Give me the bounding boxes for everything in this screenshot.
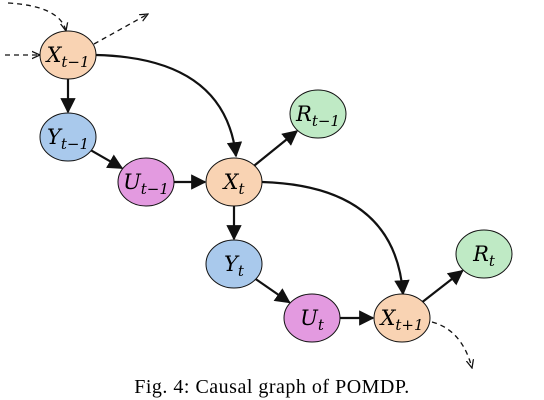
node-x_next-shape — [373, 293, 431, 343]
node-label-main: X — [44, 43, 62, 67]
node-label-subscript: t−1 — [61, 53, 89, 71]
node-x_prev-shape — [39, 30, 97, 80]
edges-layer — [5, 2, 472, 368]
node-label-main: X — [222, 170, 240, 194]
node-label-main: Y — [224, 252, 240, 276]
node-label-main: U — [300, 306, 319, 330]
node-y_prev-shape — [39, 112, 97, 162]
node-x_next: Xt+1 — [373, 293, 431, 343]
node-r_t: Rt — [455, 229, 513, 279]
node-label-main: R — [295, 102, 312, 126]
node-label-main: Y — [47, 125, 63, 149]
node-label-subscript: t+1 — [395, 316, 423, 334]
node-u_t-label: Ut — [300, 306, 325, 334]
node-label-main: X — [378, 306, 396, 330]
edge-incoming-top-to-x_prev — [7, 2, 66, 31]
node-y_t-label: Yt — [224, 252, 245, 280]
node-x_prev-label: Xt−1 — [44, 43, 89, 71]
node-u_prev: Ut−1 — [117, 157, 175, 207]
node-label-subscript: t — [318, 316, 325, 334]
node-u_t: Ut — [283, 293, 341, 343]
node-u_prev-shape — [117, 157, 175, 207]
node-x_next-label: Xt+1 — [378, 306, 423, 334]
node-label-subscript: t — [238, 262, 245, 280]
node-x_t-shape — [205, 157, 263, 207]
node-label-subscript: t−1 — [61, 135, 89, 153]
node-r_t-label: Rt — [472, 242, 496, 270]
node-label-main: U — [123, 170, 142, 194]
figure-caption: Fig. 4: Causal graph of POMDP. — [134, 376, 410, 398]
node-y_prev-label: Yt−1 — [47, 125, 89, 153]
node-u_t-shape — [283, 293, 341, 343]
edge-x_next-to-outgoing-bottom — [431, 321, 472, 368]
node-r_prev: Rt−1 — [289, 89, 347, 139]
node-label-subscript: t−1 — [312, 112, 340, 130]
node-r_t-shape — [455, 229, 513, 279]
node-u_prev-label: Ut−1 — [123, 170, 169, 198]
node-label-subscript: t — [238, 180, 245, 198]
node-y_t-shape — [205, 239, 263, 289]
node-y_t: Yt — [205, 239, 263, 289]
node-x_t: Xt — [205, 157, 263, 207]
edge-x_prev-to-outgoing-top — [93, 14, 148, 45]
node-label-subscript: t−1 — [141, 180, 169, 198]
node-x_t-label: Xt — [222, 170, 246, 198]
node-y_prev: Yt−1 — [39, 112, 97, 162]
node-label-subscript: t — [489, 252, 496, 270]
edge-x_t-to-r_prev — [253, 130, 299, 167]
edge-x_next-to-r_t — [422, 269, 464, 303]
node-r_prev-shape — [289, 89, 347, 139]
node-r_prev-label: Rt−1 — [295, 102, 340, 130]
node-x_prev: Xt−1 — [39, 30, 97, 80]
edge-x_t-to-x_next — [261, 180, 410, 296]
edge-x_prev-to-x_t — [95, 53, 243, 158]
node-label-main: R — [472, 242, 489, 266]
edge-y_t-to-u_t — [255, 278, 291, 304]
edge-y_prev-to-u_prev — [90, 149, 124, 170]
